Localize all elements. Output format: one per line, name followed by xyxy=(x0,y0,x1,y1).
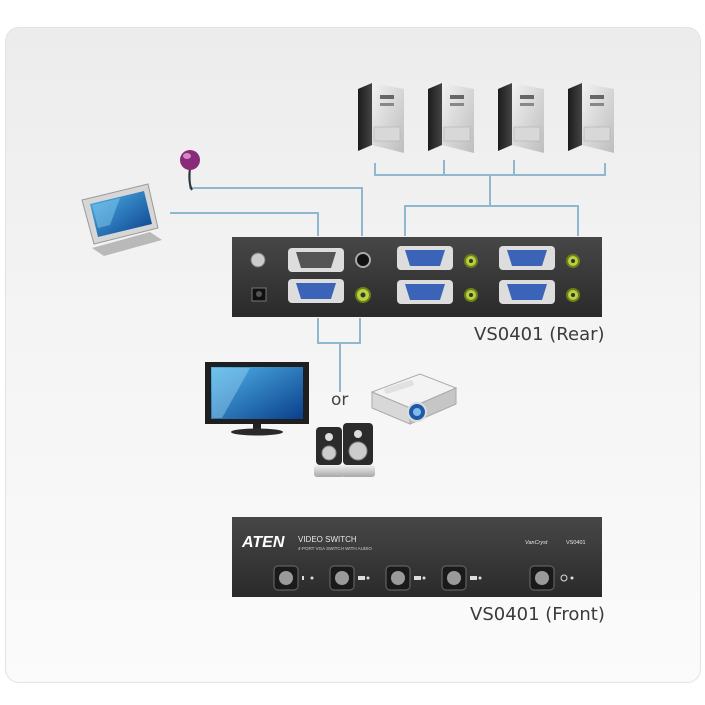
mic-jack xyxy=(355,252,371,268)
vga-input-port-1 xyxy=(397,246,453,270)
microphone-icon xyxy=(180,150,200,191)
computers xyxy=(358,83,614,153)
or-label: or xyxy=(331,390,349,410)
vga-output-port xyxy=(288,248,344,272)
speakers-icon xyxy=(314,423,375,477)
vga-input-port-3 xyxy=(397,280,453,304)
audio-input-jacks xyxy=(464,254,580,302)
port-button-1 xyxy=(273,565,314,591)
tower-pc-icon xyxy=(428,83,474,153)
vs0401-front-panel: ATEN VIDEO SWITCH 4-PORT VGA SWITCH WITH… xyxy=(232,517,602,597)
lcd-monitor-icon xyxy=(81,183,162,256)
vga-input-port-4 xyxy=(499,280,555,304)
brand-logo: ATEN xyxy=(241,534,285,551)
tower-pc-icon xyxy=(358,83,404,153)
ground-screw xyxy=(250,252,266,268)
cable-monitor xyxy=(170,212,319,236)
tower-pc-icon xyxy=(568,83,614,153)
projector-icon xyxy=(370,373,458,425)
power-icon xyxy=(560,574,568,582)
port-button-2 xyxy=(329,565,370,591)
vs0401-rear-panel xyxy=(232,237,602,317)
front-panel-caption: VS0401 (Front) xyxy=(470,604,605,625)
cable-output xyxy=(317,318,361,392)
product-subtitle: 4-PORT VGA SWITCH WITH AUDIO xyxy=(298,546,372,551)
vga-input-port-2 xyxy=(499,246,555,270)
rear-panel-caption: VS0401 (Rear) xyxy=(474,324,605,345)
flat-tv-icon xyxy=(205,362,309,436)
tower-pc-icon xyxy=(498,83,544,153)
series-name: VanCryst xyxy=(525,540,548,546)
vga-monitor-port xyxy=(288,279,344,303)
power-button xyxy=(529,565,574,591)
cable-to-ports-bus xyxy=(404,175,579,236)
port-button-4 xyxy=(441,565,482,591)
model-name: VS0401 xyxy=(566,540,586,546)
cables xyxy=(170,160,606,392)
product-line: VIDEO SWITCH xyxy=(298,535,357,544)
cable-computers-bus xyxy=(374,163,606,176)
port-button-3 xyxy=(385,565,426,591)
cable-microphone xyxy=(189,168,363,236)
